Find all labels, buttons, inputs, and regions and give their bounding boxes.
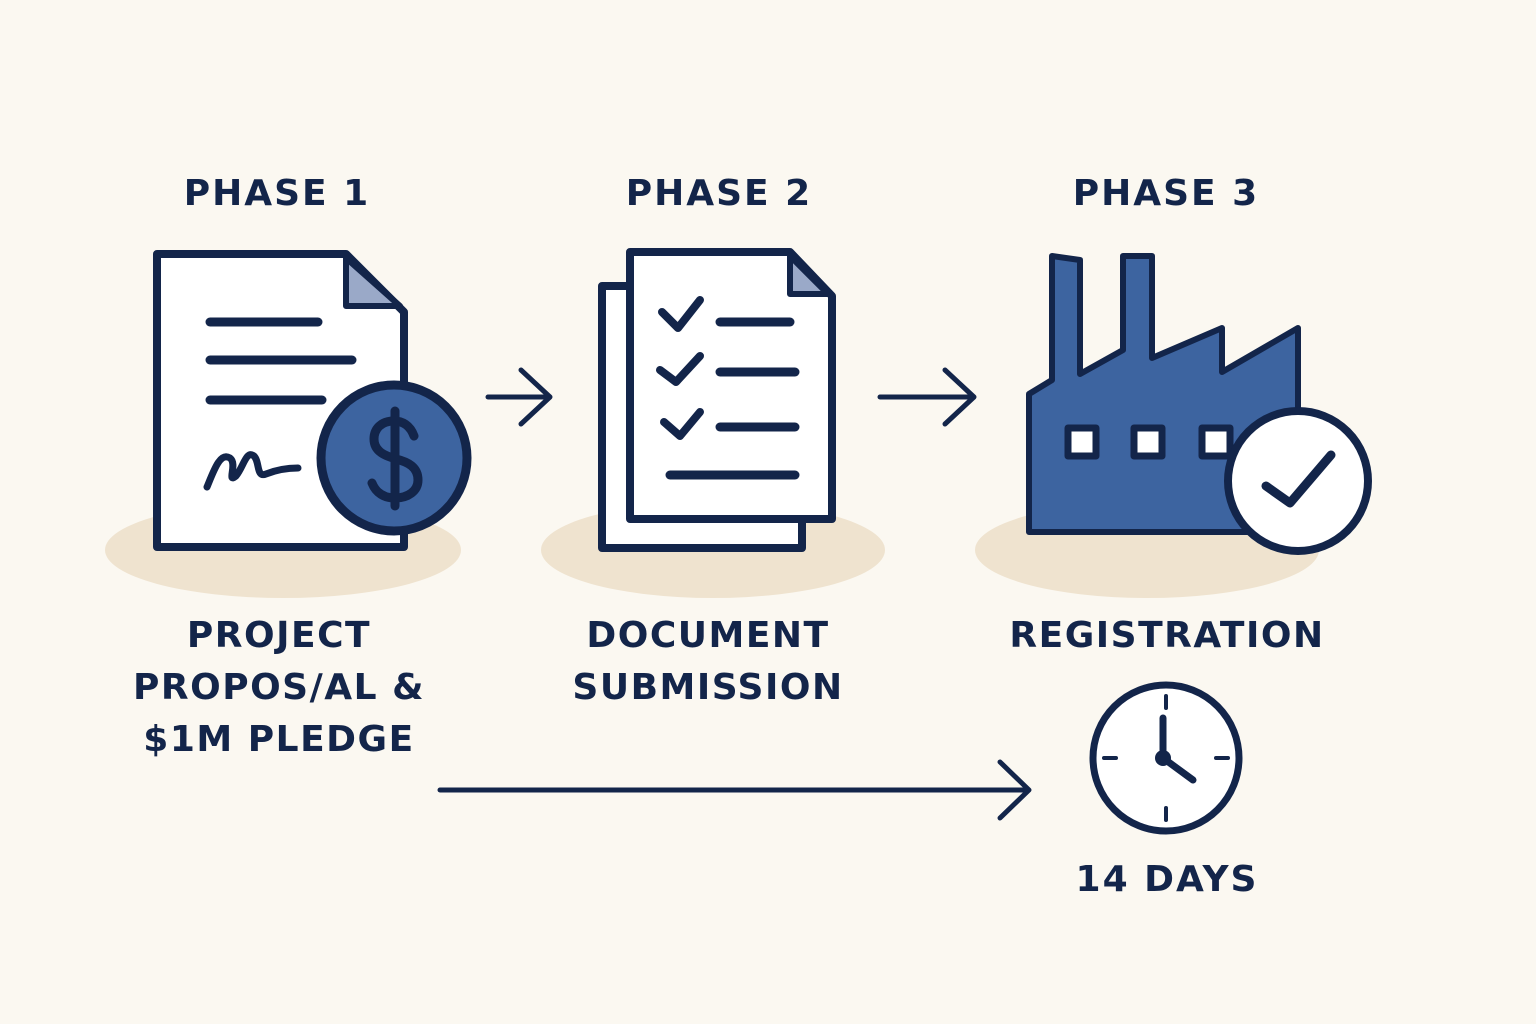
phase-1-caption-line-2: PROPOS/AL &: [132, 667, 425, 708]
phase-3-caption-line-1: REGISTRATION: [1009, 615, 1325, 656]
phase-1-caption: PROJECT PROPOS/AL & $1M PLEDGE: [109, 610, 449, 766]
factory-with-checkmark-icon: [1026, 253, 1372, 555]
checkmark-badge-icon: [1224, 407, 1372, 555]
phase-1-caption-line-1: PROJECT: [186, 615, 372, 656]
phase-2-caption-line-2: SUBMISSION: [572, 667, 844, 708]
duration-label: 14 DAYS: [1075, 859, 1259, 900]
arrow-right-icon: [485, 367, 553, 427]
phase-1-caption-line-3: $1M PLEDGE: [143, 719, 415, 760]
timeline-arrow-icon: [437, 759, 1032, 821]
phase-1-title: PHASE 1: [183, 173, 371, 214]
contract-with-dollar-coin-icon: [153, 250, 472, 551]
dollar-coin-icon: [316, 380, 472, 536]
phase-2-title: PHASE 2: [625, 173, 813, 214]
phase-3-title: PHASE 3: [1072, 173, 1260, 214]
phase-3-caption: REGISTRATION: [997, 610, 1337, 662]
clock-icon: [1089, 681, 1243, 835]
checklist-documents-icon: [598, 248, 836, 552]
phase-2-caption-line-1: DOCUMENT: [586, 615, 830, 656]
phase-2-caption: DOCUMENT SUBMISSION: [538, 610, 878, 714]
arrow-right-icon: [877, 367, 977, 427]
